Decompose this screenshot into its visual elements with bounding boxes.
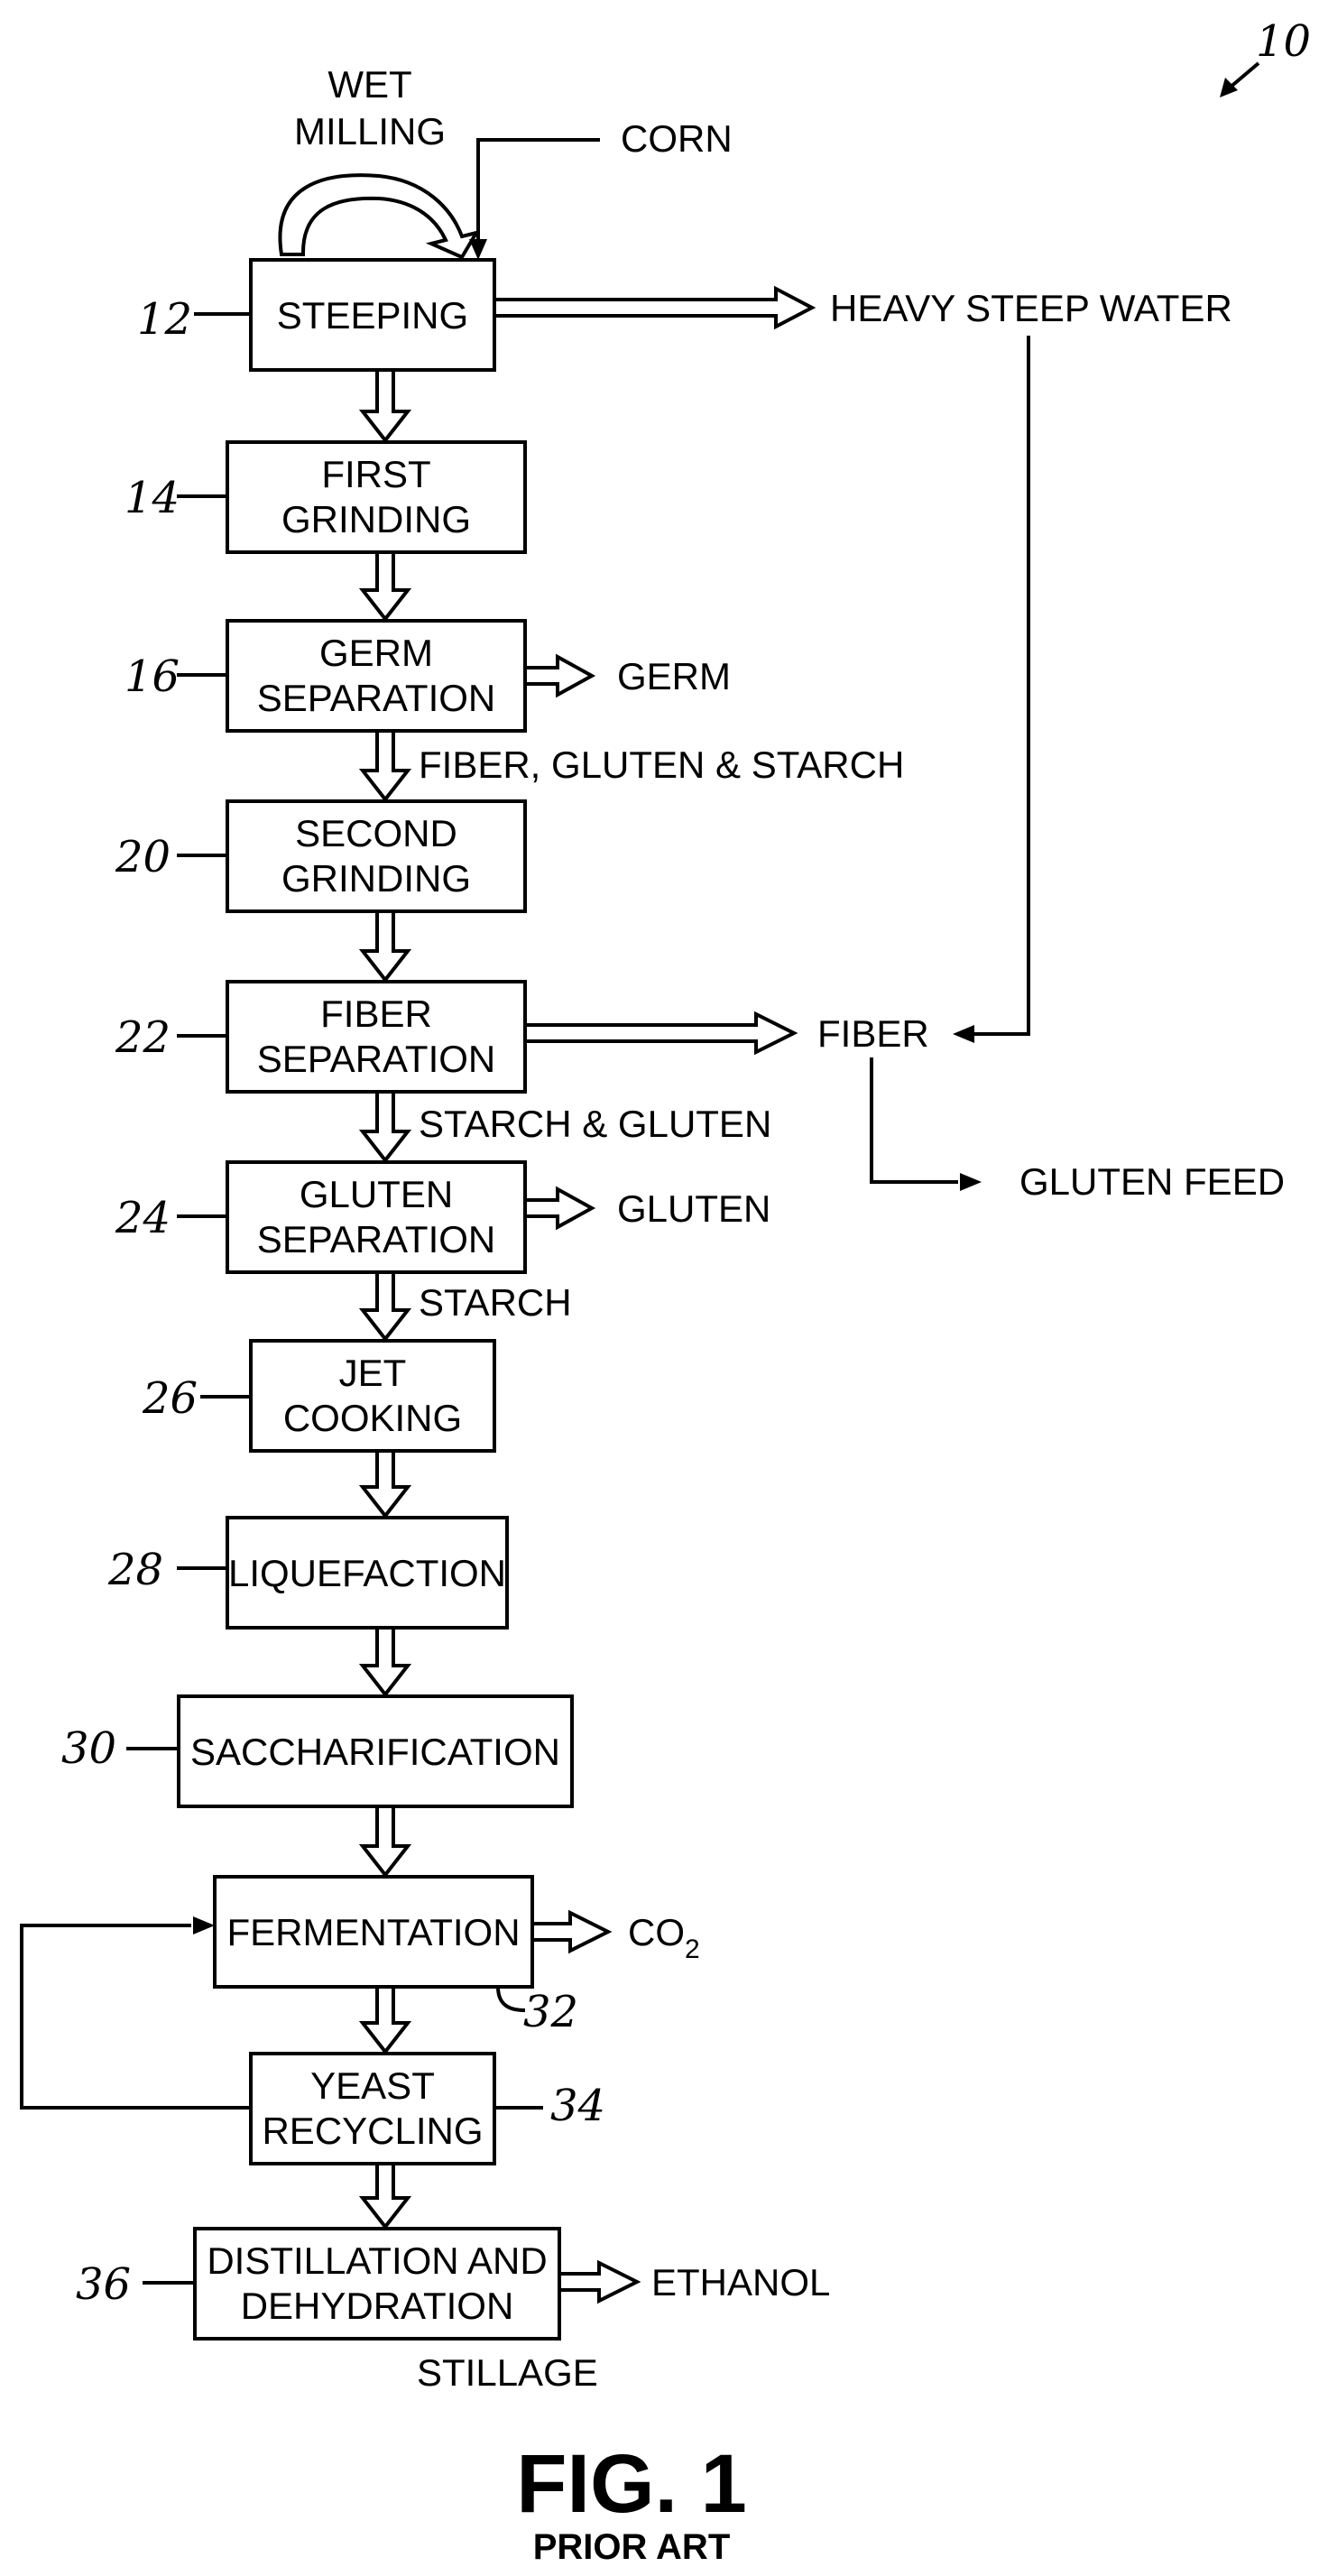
flow-arrow-down — [363, 1272, 408, 1339]
step-ref-number: 26 — [142, 1373, 198, 1424]
corn-input-arrowhead — [469, 239, 487, 260]
step-ref-number: 32 — [523, 1987, 578, 2037]
step-ref-number: 14 — [125, 473, 180, 523]
step-label-line2: DEHYDRATION — [241, 2285, 514, 2327]
flow-arrow-down — [363, 1987, 408, 2052]
step-label-line1: GLUTEN — [300, 1173, 453, 1215]
step-distillation-dehydration: DISTILLATION AND DEHYDRATION 36 — [76, 2229, 559, 2339]
ethanol-label: ETHANOL — [651, 2261, 830, 2304]
germ-label: GERM — [617, 655, 731, 697]
step-ref-number: 12 — [137, 294, 192, 345]
flow-arrow-down — [363, 731, 408, 799]
step-label-line2: GRINDING — [281, 498, 471, 540]
flow-arrow-down — [363, 1451, 408, 1516]
step-ref-number: 28 — [107, 1545, 163, 1595]
gluten-output-arrow — [525, 1189, 592, 1227]
yeast-recycle-arrowhead — [193, 1916, 215, 1934]
step-label-line1: FIBER — [320, 993, 432, 1035]
step-label-line2: SEPARATION — [257, 1038, 496, 1080]
co2-output-arrow — [532, 1913, 608, 1951]
starch-gluten-label: STARCH & GLUTEN — [419, 1103, 771, 1145]
step-label-line2: SEPARATION — [257, 1218, 496, 1260]
gluten-label: GLUTEN — [617, 1187, 770, 1230]
step-label-line1: YEAST — [310, 2064, 435, 2107]
corn-input-line — [478, 140, 600, 244]
step-label-line1: DISTILLATION AND — [207, 2239, 547, 2282]
step-steeping: STEEPING 12 — [137, 260, 494, 370]
step-second-grinding: SECOND GRINDING 20 — [115, 801, 525, 911]
step-label-line2: COOKING — [283, 1397, 462, 1439]
step-label-line2: GRINDING — [281, 857, 471, 900]
fiber-label: FIBER — [817, 1012, 929, 1055]
heavy-steep-water-arrow — [494, 289, 812, 327]
gluten-feed-label: GLUTEN FEED — [1019, 1160, 1285, 1203]
germ-output-arrow — [525, 657, 592, 695]
fiber-gluten-starch-label: FIBER, GLUTEN & STARCH — [419, 743, 904, 786]
step-label-line2: SEPARATION — [257, 677, 496, 719]
flow-arrow-down — [363, 370, 408, 440]
step-ref-leader — [498, 1987, 525, 2010]
flow-arrow-down — [363, 911, 408, 980]
step-yeast-recycling: YEAST RECYCLING 34 — [251, 2054, 605, 2164]
co2-main: CO — [628, 1911, 685, 1953]
step-ref-number: 30 — [61, 1723, 116, 1774]
heavy-steep-water-label: HEAVY STEEP WATER — [830, 287, 1232, 329]
corn-label: CORN — [621, 117, 733, 160]
fiber-to-gluten-feed-arrowhead — [960, 1173, 982, 1191]
step-label-line1: GERM — [319, 632, 433, 674]
step-fermentation: FERMENTATION 32 — [215, 1877, 578, 2037]
flow-arrow-down — [363, 2164, 408, 2227]
fiber-output-arrow — [525, 1014, 794, 1052]
figure-ref-number: 10 — [1256, 16, 1311, 67]
fiber-to-gluten-feed-line — [872, 1057, 958, 1182]
step-jet-cooking: JET COOKING 26 — [142, 1341, 494, 1451]
steep-water-to-fiber-line — [973, 336, 1028, 1034]
step-label-line1: FIRST — [321, 453, 430, 495]
wet-milling-label-line1: WET — [327, 63, 411, 106]
flow-arrow-down — [363, 1092, 408, 1160]
step-fiber-separation: FIBER SEPARATION 22 — [115, 982, 525, 1092]
step-ref-number: 22 — [115, 1012, 171, 1063]
step-ref-number: 20 — [115, 832, 171, 882]
step-first-grinding: FIRST GRINDING 14 — [125, 442, 525, 552]
stillage-label: STILLAGE — [417, 2351, 598, 2394]
step-label: STEEPING — [277, 294, 468, 337]
starch-label: STARCH — [419, 1281, 572, 1324]
step-saccharification: SACCHARIFICATION 30 — [61, 1696, 572, 1806]
ethanol-output-arrow — [559, 2263, 637, 2301]
step-label: FERMENTATION — [226, 1911, 520, 1953]
flow-arrow-down — [363, 1806, 408, 1875]
step-gluten-separation: GLUTEN SEPARATION 24 — [115, 1162, 525, 1272]
steep-water-to-fiber-arrowhead — [953, 1025, 974, 1043]
step-germ-separation: GERM SEPARATION 16 — [125, 621, 525, 731]
step-ref-number: 34 — [550, 2081, 605, 2131]
step-label-line2: RECYCLING — [262, 2110, 483, 2152]
figure-ref-arrowhead — [1220, 78, 1238, 97]
step-label-line1: JET — [339, 1352, 407, 1394]
step-label: LIQUEFACTION — [228, 1552, 506, 1594]
figure-ref-arrow — [1229, 63, 1259, 88]
co2-subscript: 2 — [685, 1934, 700, 1964]
step-label: SACCHARIFICATION — [190, 1731, 560, 1773]
wet-milling-curved-arrow — [280, 175, 476, 257]
flow-arrow-down — [363, 1628, 408, 1694]
step-label-line1: SECOND — [295, 812, 457, 854]
step-ref-number: 24 — [115, 1193, 171, 1243]
step-ref-number: 36 — [76, 2259, 131, 2310]
figure-subtitle: PRIOR ART — [533, 2527, 731, 2567]
step-liquefaction: LIQUEFACTION 28 — [107, 1518, 507, 1628]
wet-milling-label-line2: MILLING — [294, 110, 446, 152]
co2-label: CO2 — [628, 1911, 700, 1964]
flow-arrow-down — [363, 552, 408, 619]
step-ref-number: 16 — [125, 651, 180, 702]
figure-title: FIG. 1 — [516, 2438, 747, 2530]
